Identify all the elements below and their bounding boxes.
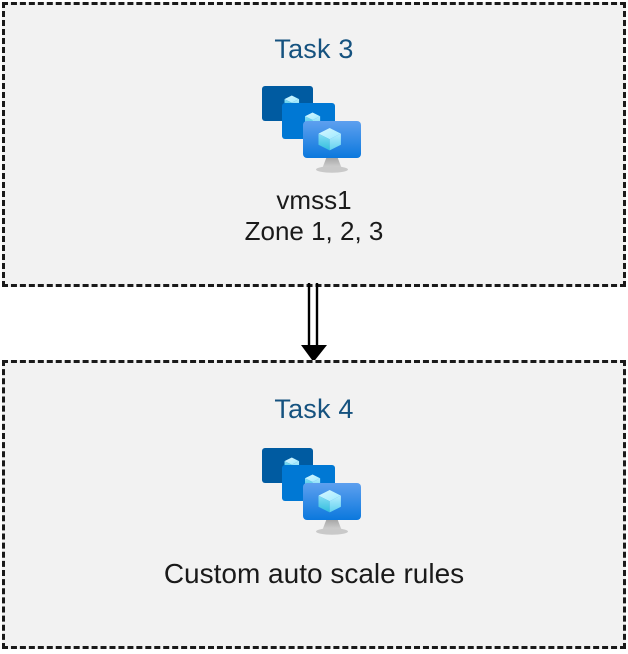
task3-icon-wrap	[259, 82, 369, 174]
task3-caption: vmss1 Zone 1, 2, 3	[244, 185, 384, 246]
vm-scale-set-icon	[262, 448, 361, 535]
monitor-stand	[316, 518, 348, 535]
connector-arrow-task3-to-task4	[301, 283, 327, 362]
task4-caption: Custom auto scale rules	[163, 558, 465, 589]
task-box-task4[interactable]: Task 4	[2, 360, 626, 649]
vm-scale-set-icon	[262, 86, 361, 173]
front-monitor	[303, 121, 361, 158]
task4-title: Task 4	[274, 394, 354, 424]
task3-title: Task 3	[274, 34, 354, 64]
monitor-stand	[316, 156, 348, 173]
task-box-task3[interactable]: Task 3	[2, 2, 626, 287]
arrowhead-icon	[301, 345, 327, 362]
task4-icon-wrap	[259, 444, 369, 536]
front-monitor	[303, 483, 361, 520]
